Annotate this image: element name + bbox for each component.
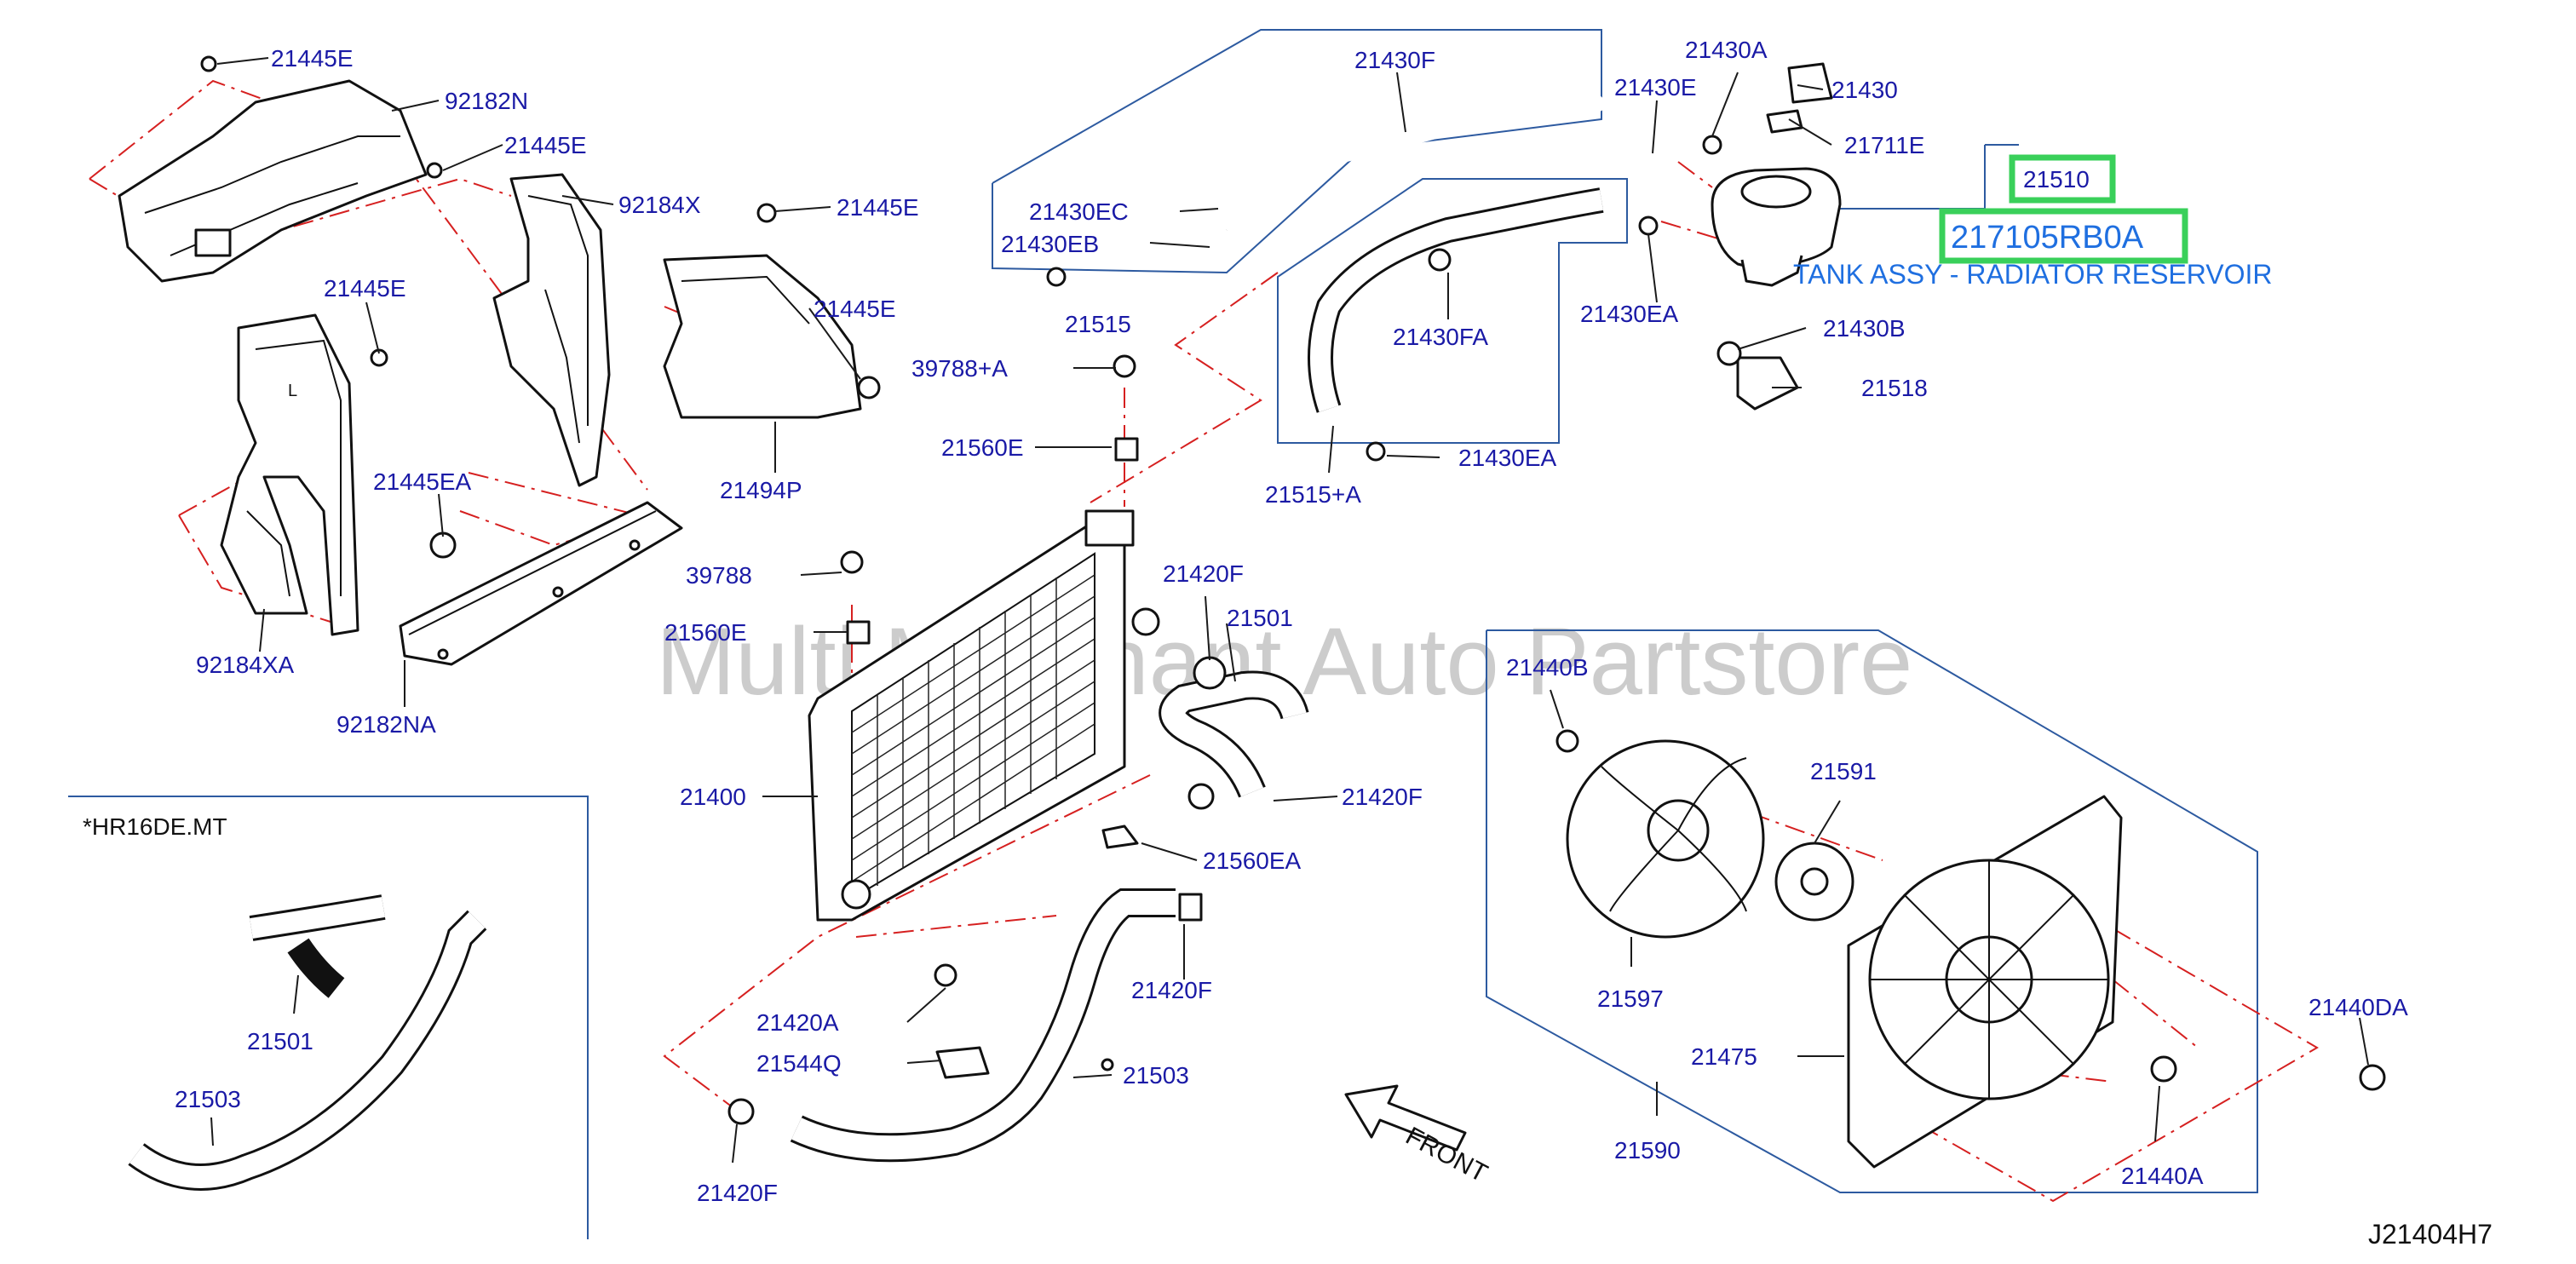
callout-21445ea: 21445EA [373, 468, 472, 495]
callout-92182na: 92182NA [336, 711, 436, 738]
callout-21445e: 21445E [837, 194, 919, 221]
callout-21430fa: 21430FA [1393, 324, 1488, 350]
svg-text:L: L [288, 382, 297, 400]
callout-21440b: 21440B [1506, 654, 1589, 681]
hose-21503-part [727, 888, 1176, 1163]
callout-21591: 21591 [1810, 758, 1877, 784]
callout-92184xa: 92184XA [196, 652, 295, 678]
callout-21420a: 21420A [756, 1009, 839, 1036]
air-guide-lower-part: L [220, 313, 359, 636]
callout-21445e: 21445E [271, 45, 354, 72]
callout-21560e: 21560E [941, 434, 1024, 461]
callout-39788: 39788 [686, 562, 752, 589]
fasteners [370, 203, 2386, 1091]
callout-21420f: 21420F [1163, 560, 1244, 587]
group-frame-21515-a [1277, 178, 1628, 444]
air-guide-plate-part [399, 501, 683, 666]
callout-21445e: 21445E [324, 275, 406, 302]
fan-shroud-part [1847, 795, 2123, 1169]
callout-21420f: 21420F [1342, 784, 1423, 810]
radiator-core-hatch [851, 574, 1095, 886]
group-number-label[interactable]: 21510 [2023, 166, 2090, 192]
callout-21430f: 21430F [1354, 47, 1435, 73]
callout-21420f: 21420F [1131, 977, 1212, 1003]
callout-21501: 21501 [247, 1028, 313, 1054]
group-number-box[interactable] [2009, 154, 2116, 204]
callout-21430b: 21430B [1823, 315, 1906, 342]
callout-21430e: 21430E [1614, 74, 1697, 101]
radiator-cover-part [663, 254, 862, 419]
callout-21494p: 21494P [720, 477, 802, 503]
callout-21440da: 21440DA [2309, 994, 2408, 1020]
callout-21503: 21503 [175, 1086, 241, 1112]
callout-92184x: 92184X [618, 192, 701, 218]
variant-hoses-part [128, 894, 487, 1191]
diagram-code: J21404H7 [2368, 1219, 2493, 1250]
callout-92182n: 92182N [445, 88, 528, 114]
callout-21430ec: 21430EC [1029, 198, 1129, 225]
callout-21430: 21430 [1831, 77, 1898, 103]
callout-21590: 21590 [1614, 1137, 1681, 1163]
hose-21501-part [1159, 656, 1309, 798]
callout-21430ea: 21430EA [1458, 445, 1557, 471]
callout-21560e: 21560E [664, 619, 747, 646]
callout-21515a: 21515+A [1265, 481, 1361, 508]
callout-21503: 21503 [1123, 1062, 1189, 1089]
callout-labels: 21445E 92182N 21445E 92184X 21445E 21445… [175, 37, 2408, 1206]
highlighted-part-group[interactable]: 21510 217105RB0A TANK ASSY - RADIATOR RE… [1793, 154, 2273, 290]
callout-21711e: 21711E [1844, 132, 1924, 158]
callout-21430a: 21430A [1685, 37, 1768, 63]
radiator-part [808, 509, 1160, 922]
variant-note: *HR16DE.MT [83, 813, 227, 840]
variant-frame [68, 796, 589, 1239]
group-frame-21515 [992, 29, 1602, 274]
callout-39788a: 39788+A [911, 355, 1008, 382]
callout-21445e: 21445E [504, 132, 587, 158]
cooling-fan-part [1566, 739, 1854, 939]
leader-lines [210, 57, 2369, 1163]
callout-21515: 21515 [1065, 311, 1131, 337]
callout-21400: 21400 [680, 784, 746, 810]
callout-21560ea: 21560EA [1203, 847, 1302, 874]
air-guide-upper-part [118, 55, 443, 283]
upper-hoses-part [1220, 89, 1609, 413]
callout-21430ea: 21430EA [1580, 301, 1679, 327]
callout-21445e: 21445E [814, 296, 896, 322]
callout-21420f: 21420F [697, 1180, 778, 1206]
callout-21597: 21597 [1597, 985, 1664, 1012]
callout-21501: 21501 [1227, 605, 1293, 631]
front-direction-arrow [1344, 1084, 1467, 1152]
callout-21440a: 21440A [2121, 1163, 2204, 1189]
part-number-label[interactable]: 217105RB0A [1951, 220, 2144, 256]
air-guide-side-part [492, 173, 611, 487]
callout-21544q: 21544Q [756, 1050, 842, 1077]
callout-21430eb: 21430EB [1001, 231, 1099, 257]
callout-21518: 21518 [1861, 375, 1928, 401]
part-number-box[interactable] [1939, 208, 2188, 264]
group-frame-21590 [1486, 629, 2258, 1193]
callout-21475: 21475 [1691, 1043, 1757, 1070]
part-description-label[interactable]: TANK ASSY - RADIATOR RESERVOIR [1793, 259, 2273, 290]
reservoir-tank-part [1702, 62, 1842, 411]
